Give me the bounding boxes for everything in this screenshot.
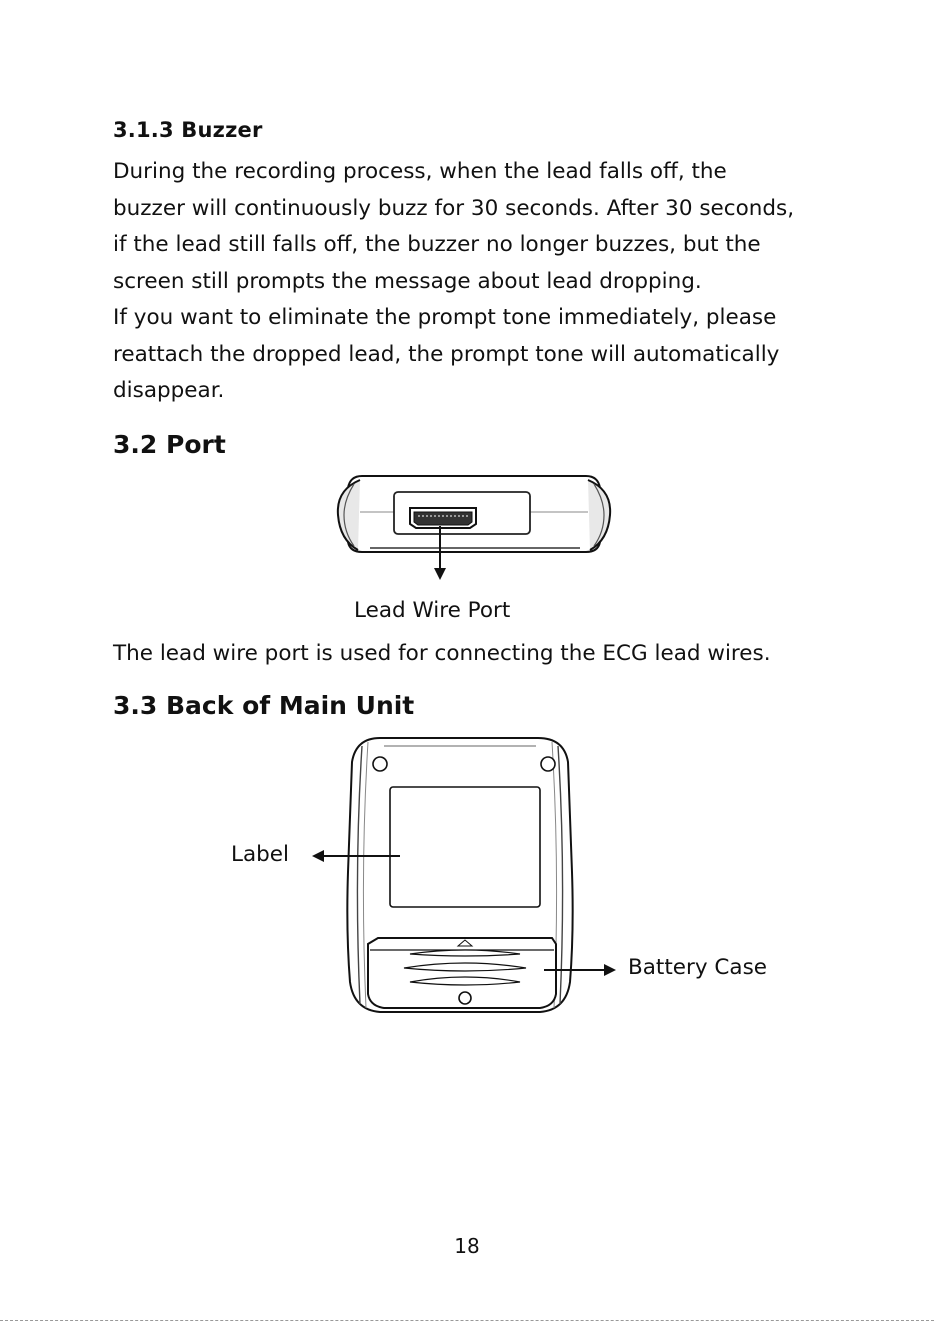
back-of-main-unit-illustration	[312, 737, 616, 1013]
battery-case-callout: Battery Case	[628, 955, 768, 980]
label-callout: Label	[231, 842, 290, 867]
paragraph-line: If you want to eliminate the prompt tone…	[113, 305, 777, 330]
lead-wire-port-caption: Lead Wire Port	[354, 598, 511, 623]
section-heading-back-of-main-unit: 3.3 Back of Main Unit	[113, 691, 415, 720]
paragraph-line: disappear.	[113, 378, 225, 403]
buzzer-paragraph: During the recording process, when the l…	[113, 154, 794, 410]
section-heading-buzzer: 3.1.3 Buzzer	[113, 118, 263, 142]
paragraph-line: screen still prompts the message about l…	[113, 268, 702, 294]
lead-wire-port-illustration	[336, 475, 612, 580]
paragraph-line: buzzer will continuously buzz for 30 sec…	[113, 195, 795, 221]
page-bottom-rule	[0, 1320, 934, 1321]
page-number: 18	[454, 1234, 480, 1258]
paragraph-line: During the recording process, when the l…	[113, 159, 727, 184]
paragraph-line: reattach the dropped lead, the prompt to…	[113, 341, 780, 367]
paragraph-line: if the lead still falls off, the buzzer …	[113, 232, 761, 257]
section-heading-port: 3.2 Port	[113, 430, 226, 459]
port-description: The lead wire port is used for connectin…	[113, 641, 771, 666]
